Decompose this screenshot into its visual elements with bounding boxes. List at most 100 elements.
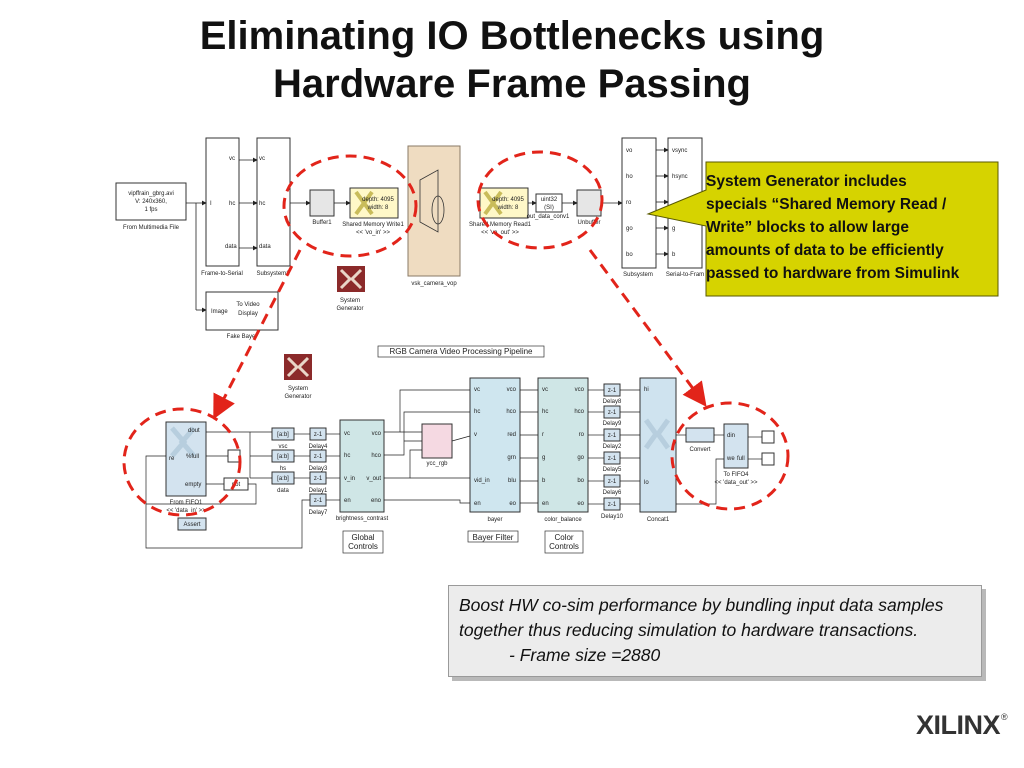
from-fifo-tag: << 'data_in' >> — [166, 508, 206, 514]
to-fifo-din: din — [727, 433, 735, 439]
buffer1-block — [309, 189, 335, 217]
frame-to-serial-hc: hc — [229, 201, 235, 207]
from-file-line2: V: 240x360, — [135, 199, 167, 205]
color-balance-block — [537, 377, 589, 513]
highlight-from-fifo — [122, 407, 242, 517]
concat-hi: hi — [644, 387, 649, 393]
bayer-in-v: v — [474, 432, 477, 438]
bayer-out-hco: hco — [506, 409, 516, 415]
smr-tag: << 'vo_out' >> — [481, 230, 519, 236]
highlight-shared-memory-write — [282, 154, 418, 258]
seminar-title: Xilinx / Avnet / Mathworks Video Seminar — [386, 716, 641, 732]
ycc-rgb-name: ycc_rgb — [426, 461, 448, 467]
cb-out-eo: eo — [577, 501, 584, 507]
bottom-model: RGB Camera Video Processing Pipeline Sys… — [145, 345, 775, 554]
cb-name: color_balance — [544, 517, 582, 523]
page-number: 14 — [100, 716, 116, 732]
bc-name: brightness_contrast — [336, 516, 389, 522]
bayer-in-vid: vid_in — [474, 478, 490, 484]
from-fifo-empty: empty — [185, 482, 201, 488]
bayer-in-hc: hc — [474, 409, 480, 415]
to-fifo-name: To FIFO4 — [723, 472, 749, 478]
sysgen2-line1: System — [288, 386, 308, 392]
global-controls-box — [342, 530, 384, 554]
bayer-out-vco: vco — [507, 387, 517, 393]
highlight-to-fifo — [670, 401, 790, 511]
top-model: vipffrain_gbrg.avi V: 240x360, 1 fps Fro… — [115, 137, 704, 340]
delay8-name: Delay8 — [603, 399, 622, 405]
from-fifo-full: %full — [186, 454, 199, 460]
cb-out-hco: hco — [574, 409, 584, 415]
to-video-port: Image — [211, 309, 228, 315]
delay4-name: Delay4 — [309, 444, 328, 450]
pipeline-title-box — [377, 345, 545, 358]
delay5-name: Delay5 — [603, 467, 622, 473]
concat-lo: lo — [644, 480, 649, 486]
color-controls-box — [544, 530, 584, 554]
bayer-name: bayer — [487, 517, 502, 523]
subsystem-name: Subsystem — [623, 272, 653, 278]
cb-out-vco: vco — [575, 387, 585, 393]
frame-to-serial-block — [205, 137, 240, 267]
color-controls-line2: Controls — [549, 542, 579, 551]
bayer-out-grn: grn — [507, 455, 516, 461]
smw-width: width: 8 — [367, 205, 389, 211]
bottom-wires — [145, 389, 762, 549]
to-video-line1: To Video — [236, 302, 260, 308]
to-video-name: Fake Bayer — [227, 334, 258, 340]
from-file-name: From Multimedia File — [123, 225, 180, 231]
to-fifo-block — [723, 423, 749, 469]
to-fifo-we: we — [726, 456, 735, 462]
assert-block — [177, 517, 207, 531]
from-fifo-name: From FIFO1 — [170, 500, 203, 506]
subsystem-port-bo: bo — [626, 252, 633, 258]
subsystem1-hc: hc — [259, 201, 265, 207]
callout-line4: amounts of data to be efficiently — [706, 242, 944, 259]
global-controls-line1: Global — [351, 533, 374, 542]
callout-line3: Write” blocks to allow large — [706, 219, 909, 236]
delay3-name: Delay3 — [309, 466, 328, 472]
cb-in-en: en — [542, 501, 549, 507]
cb-out-bo: bo — [577, 478, 584, 484]
slide-title-line1: Eliminating IO Bottlenecks using — [199, 14, 825, 58]
delay5-z: z-1 — [608, 456, 617, 462]
concat-name: Concat1 — [647, 517, 670, 523]
bayer-in-vc: vc — [474, 387, 480, 393]
cb-in-r: r — [542, 432, 544, 438]
bc-in-hc: hc — [344, 453, 350, 459]
slice2-name: hs — [280, 466, 286, 472]
slide-title: Eliminating IO Bottlenecks using Hardwar… — [0, 12, 1024, 108]
delay10-z: z-1 — [608, 502, 617, 508]
xilinx-logo: XILINX — [916, 710, 1001, 740]
delay8-z: z-1 — [608, 388, 617, 394]
delay2-z: z-1 — [608, 433, 617, 439]
smr-name: Shared Memory Read1 — [469, 222, 532, 228]
bc-out-eno: eno — [371, 498, 382, 504]
subsystem-port-ro: ro — [626, 200, 632, 206]
cb-in-vc: vc — [542, 387, 548, 393]
cb-in-g: g — [542, 455, 545, 461]
global-controls-line2: Controls — [348, 542, 378, 551]
cb-in-b: b — [542, 478, 546, 484]
delay6-z: z-1 — [608, 479, 617, 485]
highlights — [122, 150, 790, 517]
camera-icon — [419, 169, 439, 233]
subsystem-port-ho: ho — [626, 174, 633, 180]
frame-to-serial-in-port: I — [210, 201, 212, 207]
highlight-shared-memory-read — [476, 150, 604, 250]
bayer-out-blu: blu — [508, 478, 516, 484]
from-file-line1: vipffrain_gbrg.avi — [128, 191, 174, 197]
delay6-name: Delay6 — [603, 490, 622, 496]
performance-note: Boost HW co-sim performance by bundling … — [448, 585, 982, 677]
delay10-name: Delay10 — [601, 514, 624, 520]
bc-in-en: en — [344, 498, 351, 504]
note-line3: - Frame size =2880 — [509, 645, 661, 665]
right-delays: z-1 Delay8 z-1 Delay9 z-1 Delay2 z-1 Del… — [601, 383, 624, 520]
bayer-filter-box — [467, 530, 519, 543]
xilinx-mark-icon — [354, 190, 374, 216]
to-fifo-tag: << 'data_out' >> — [715, 480, 758, 486]
serial-port-b: b — [672, 252, 676, 258]
to-fifo-full: full — [737, 456, 745, 462]
smw-name: Shared Memory Write1 — [342, 222, 404, 228]
delay1-name: Delay1 — [309, 488, 328, 494]
